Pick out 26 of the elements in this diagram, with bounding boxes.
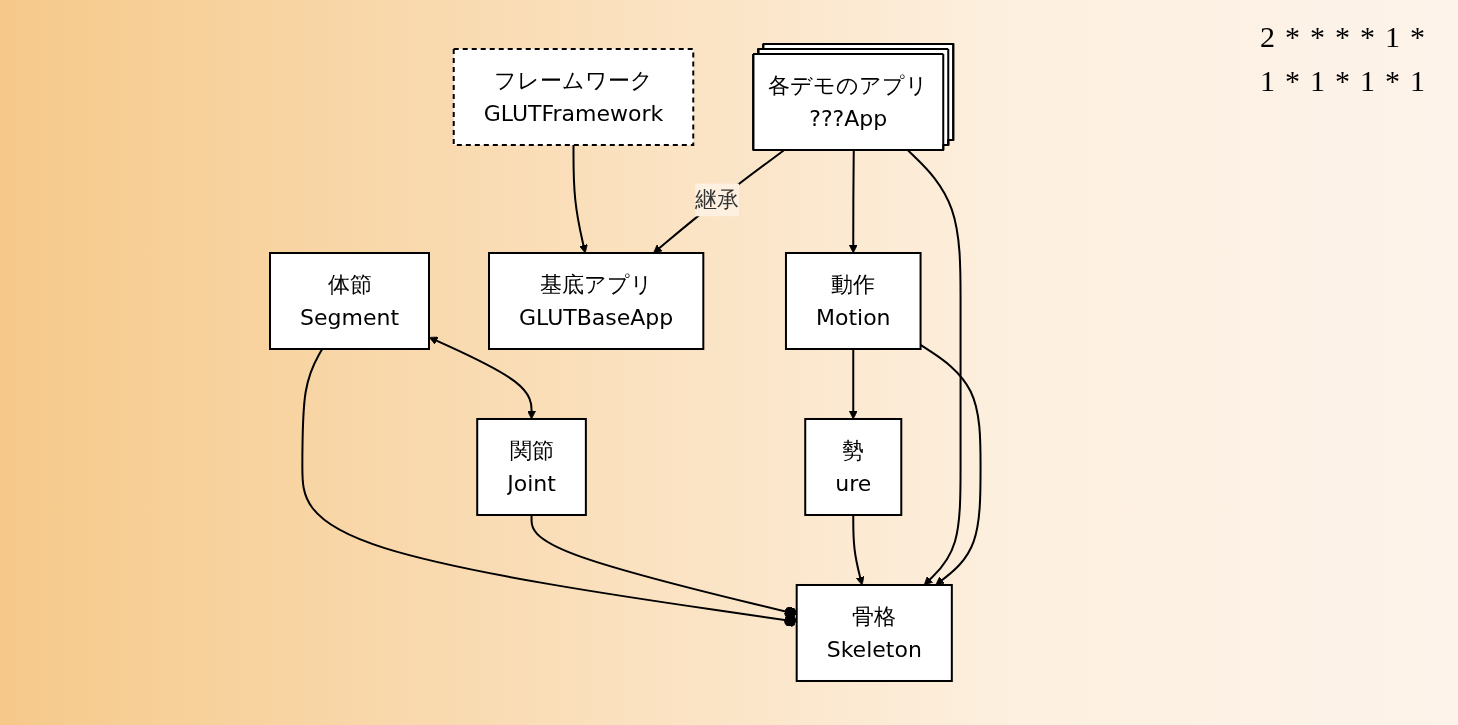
node-box: 基底アプリ GLUTBaseApp bbox=[487, 252, 705, 350]
node-box: 動作 Motion bbox=[784, 252, 922, 350]
multiplicity-label: * bbox=[1385, 64, 1400, 98]
arrow bbox=[572, 144, 588, 254]
arrow bbox=[428, 336, 536, 420]
multiplicity-label: 2 bbox=[1260, 20, 1275, 54]
multiplicity-label: 1 bbox=[1385, 20, 1400, 54]
multiplicity-label: * bbox=[1285, 20, 1300, 54]
multiplicity-label: * bbox=[1335, 20, 1350, 54]
multiplicity-label: 1 bbox=[1360, 64, 1375, 98]
multiplicity-label: 1 bbox=[1310, 64, 1325, 98]
node-box: 体節 Segment bbox=[268, 252, 430, 350]
multiplicity-label: * bbox=[1410, 20, 1425, 54]
node-box: 骨格 Skeleton bbox=[795, 584, 953, 682]
multiplicity-label: * bbox=[1310, 20, 1325, 54]
multiplicity-label: * bbox=[1360, 20, 1375, 54]
multiplicity-label: * bbox=[1285, 64, 1300, 98]
arrow bbox=[852, 514, 865, 586]
edge-label: 継承 bbox=[694, 187, 739, 213]
multiplicity-label: * bbox=[1335, 64, 1350, 98]
node-box: フレームワーク GLUTFramework bbox=[452, 48, 694, 146]
multiplicity-label: 1 bbox=[1260, 64, 1275, 98]
node-box: 勢 ure bbox=[803, 418, 902, 516]
multiplicity-label: 1 bbox=[1410, 64, 1425, 98]
arrow bbox=[848, 348, 858, 420]
arrow bbox=[919, 343, 982, 586]
